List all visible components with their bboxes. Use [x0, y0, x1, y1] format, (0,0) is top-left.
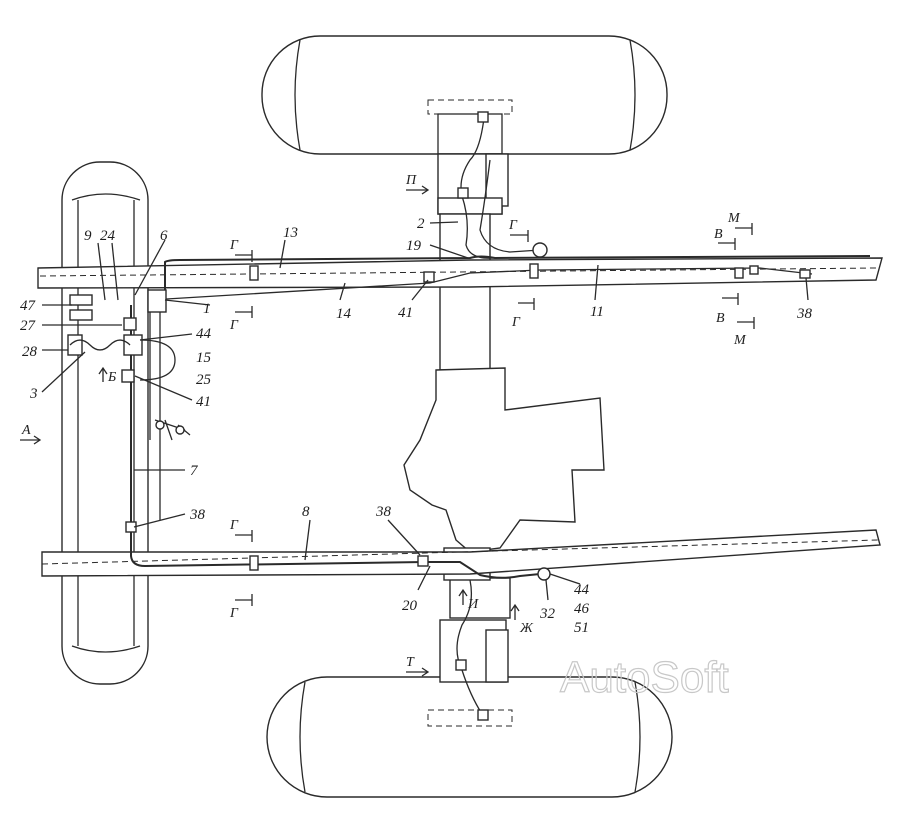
fittings [125, 111, 811, 721]
top-hub [427, 99, 513, 215]
label-38-left: 38 [189, 507, 206, 523]
label-38-right: 38 [796, 306, 813, 322]
label-28: 28 [22, 344, 38, 360]
view-G-1: Г [229, 238, 239, 253]
view-I: И [467, 597, 479, 612]
label-32: 32 [539, 606, 556, 622]
label-3: 3 [29, 386, 38, 402]
label-44-left: 44 [196, 326, 212, 342]
label-7: 7 [190, 463, 199, 479]
brake-lines [130, 117, 871, 715]
view-V-bottom: В [716, 311, 725, 326]
frame-rail-upper [37, 257, 883, 289]
label-8: 8 [302, 504, 310, 520]
view-A: А [21, 423, 31, 438]
label-13: 13 [283, 225, 298, 241]
label-25: 25 [196, 372, 212, 388]
view-T: Т [406, 655, 415, 670]
label-15: 15 [196, 350, 212, 366]
label-1: 1 [203, 301, 211, 317]
view-G-4: Г [511, 315, 521, 330]
label-47: 47 [20, 298, 37, 314]
view-G-6: Г [229, 606, 239, 621]
view-V-top: В [714, 227, 723, 242]
label-20: 20 [402, 598, 418, 614]
bottom-hub [427, 577, 513, 727]
label-6: 6 [160, 228, 168, 244]
view-G-2: Г [229, 318, 239, 333]
label-14: 14 [336, 306, 352, 322]
left-brake-assembly [67, 289, 191, 441]
label-51: 51 [574, 620, 589, 636]
view-labels: А Б В В М М Г Г Г Г Г Г П Т И Ж [21, 173, 747, 670]
label-27: 27 [20, 318, 37, 334]
view-G-3: Г [508, 218, 518, 233]
label-24: 24 [100, 228, 116, 244]
watermark: AutoSoft [560, 653, 729, 702]
view-M-bottom: М [733, 333, 747, 348]
label-44-right: 44 [574, 582, 590, 598]
label-2: 2 [417, 216, 425, 232]
label-11: 11 [590, 304, 604, 320]
view-ZH: Ж [519, 621, 534, 636]
view-P: П [405, 173, 417, 188]
label-9: 9 [84, 228, 92, 244]
part-labels: 9 24 6 13 1 14 47 27 28 3 44 15 25 41 7 … [20, 216, 813, 636]
leader-lines [41, 221, 809, 601]
label-41-mid: 41 [398, 305, 413, 321]
label-19: 19 [406, 238, 422, 254]
section-markers [20, 185, 755, 677]
view-B: Б [107, 370, 116, 385]
view-M-top: М [727, 211, 741, 226]
view-G-5: Г [229, 518, 239, 533]
label-38-mid: 38 [375, 504, 392, 520]
label-46: 46 [574, 601, 590, 617]
label-41-left: 41 [196, 394, 211, 410]
top-wheel [261, 35, 668, 155]
